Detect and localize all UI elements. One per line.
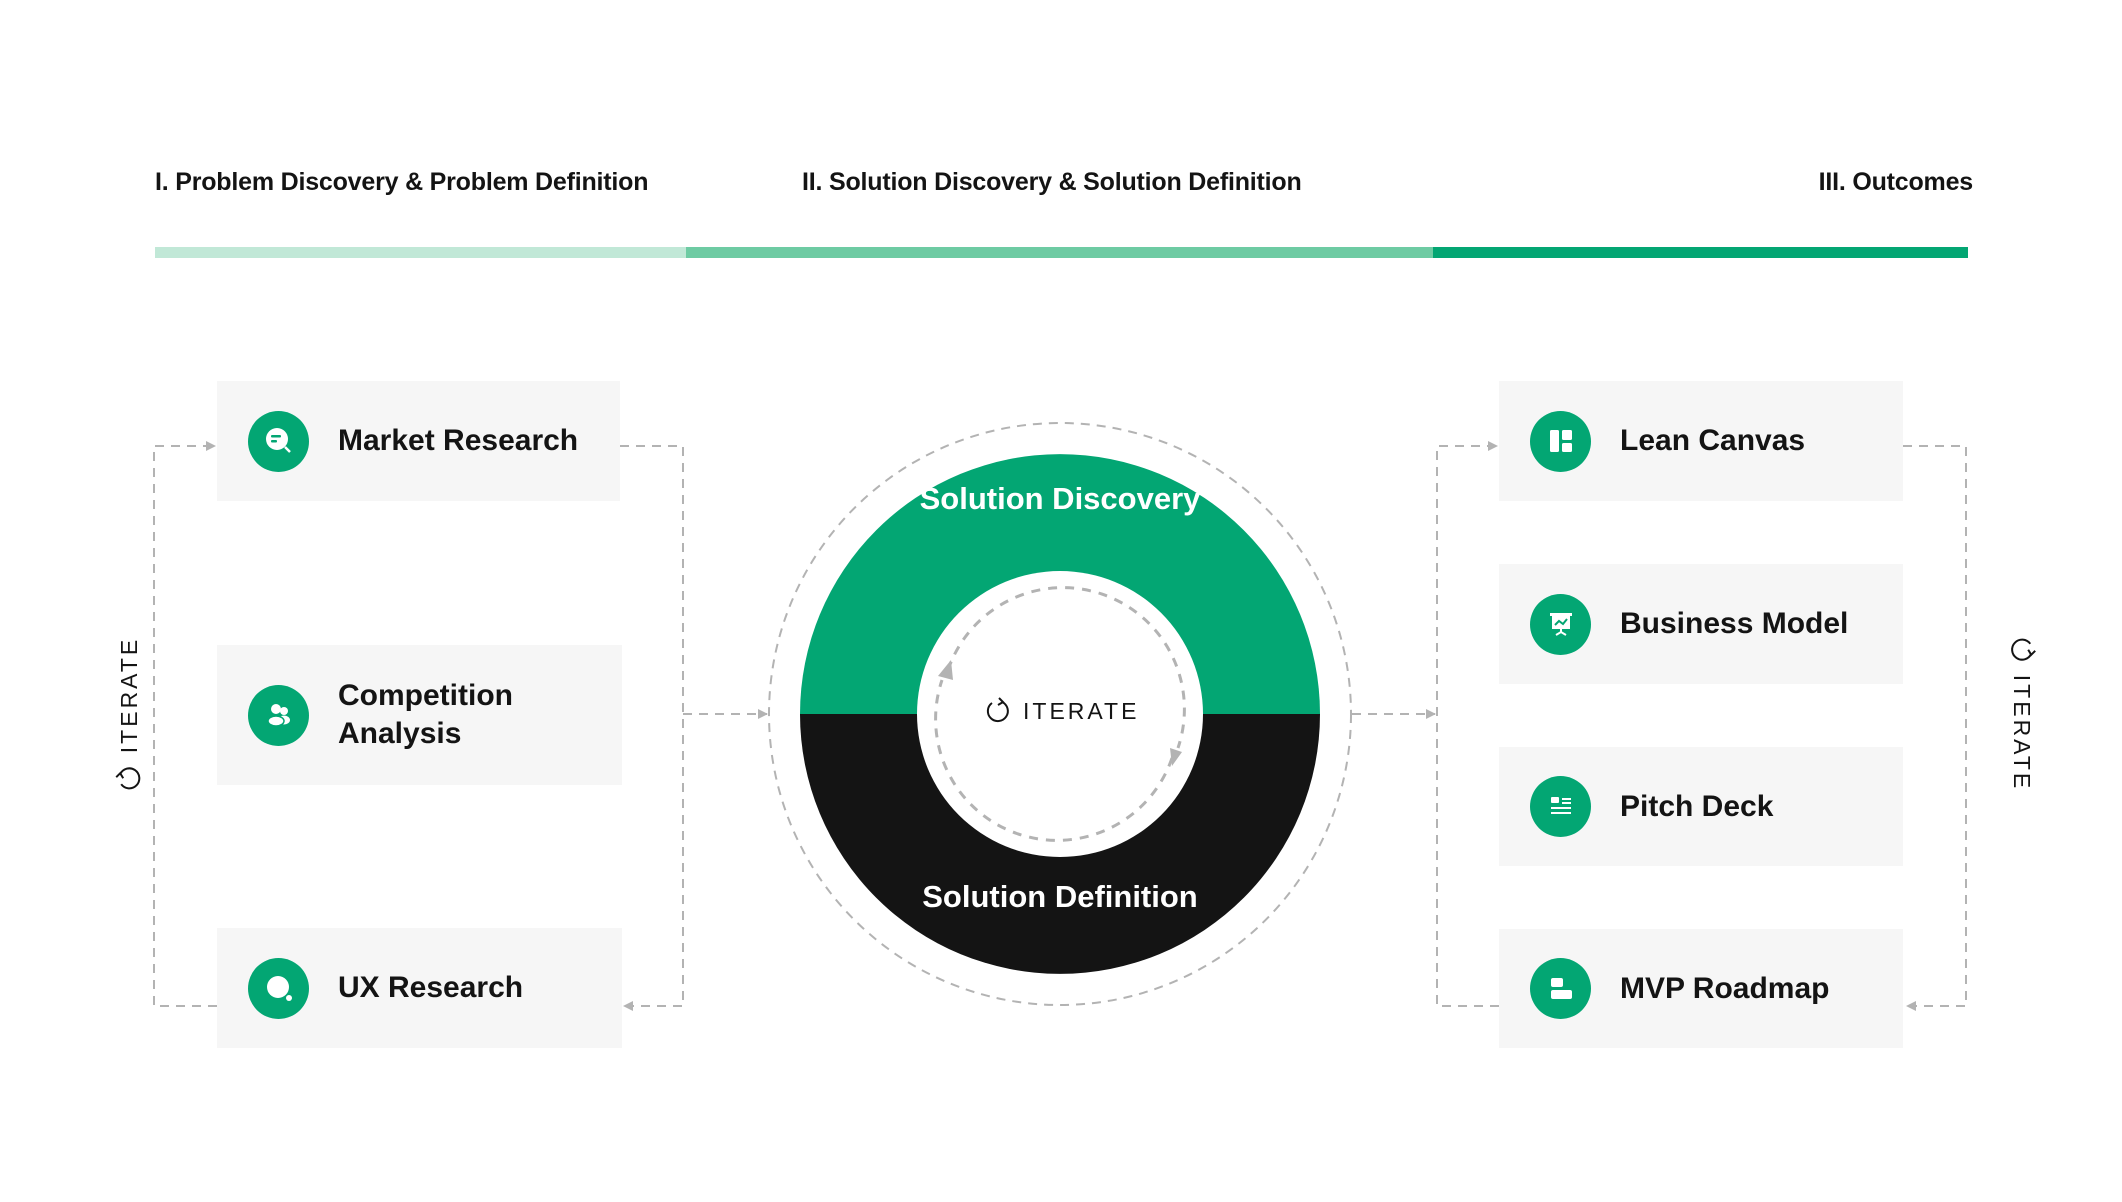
- item-label: MVP Roadmap: [1620, 971, 1830, 1005]
- item-label: Pitch Deck: [1620, 789, 1774, 823]
- canvas-layout-icon: [1530, 410, 1591, 472]
- refresh-icon: [986, 697, 1009, 723]
- right-iterate-label: ITERATE: [2009, 674, 2036, 792]
- item-market-research[interactable]: Market Research: [217, 381, 620, 501]
- item-mvp-roadmap[interactable]: MVP Roadmap: [1499, 929, 1903, 1048]
- item-ux-research[interactable]: UX Research: [217, 928, 622, 1048]
- phase-2-bar: [686, 247, 1433, 258]
- item-label: Competition Analysis: [338, 679, 513, 750]
- phase-1-title: I. Problem Discovery & Problem Definitio…: [155, 168, 649, 196]
- refresh-icon: [115, 767, 141, 790]
- item-lean-canvas[interactable]: Lean Canvas: [1499, 381, 1903, 501]
- document-lines-icon: [1530, 776, 1591, 837]
- chat-search-icon: [248, 410, 309, 472]
- center-iterate: ITERATE: [985, 697, 1139, 725]
- item-pitch-deck[interactable]: Pitch Deck: [1499, 747, 1903, 866]
- stacked-blocks-icon: [1530, 958, 1591, 1019]
- phase-3-title: III. Outcomes: [1818, 168, 1974, 196]
- left-iterate: ITERATE: [115, 637, 143, 791]
- phase-1-bar: [155, 247, 686, 258]
- magnifier-icon: [248, 957, 309, 1019]
- item-label: Market Research: [338, 424, 579, 457]
- item-business-model[interactable]: Business Model: [1499, 564, 1903, 684]
- solution-definition-label: Solution Definition: [922, 879, 1198, 914]
- solution-discovery-label: Solution Discovery: [919, 481, 1201, 516]
- item-competition-analysis[interactable]: Competition Analysis: [217, 645, 622, 785]
- item-label: Business Model: [1620, 607, 1849, 640]
- item-label: UX Research: [338, 971, 524, 1004]
- right-iterate: ITERATE: [2008, 637, 2036, 791]
- item-label: Lean Canvas: [1620, 424, 1806, 457]
- presentation-chart-icon: [1530, 593, 1591, 655]
- solution-definition-segment: [800, 714, 1320, 974]
- users-icon: [248, 684, 309, 746]
- center-iterate-label: ITERATE: [1023, 697, 1140, 724]
- phase-3-bar: [1433, 247, 1968, 258]
- left-iterate-label: ITERATE: [115, 636, 142, 754]
- refresh-icon: [2011, 638, 2036, 661]
- phase-2-title: II. Solution Discovery & Solution Defini…: [802, 168, 1302, 196]
